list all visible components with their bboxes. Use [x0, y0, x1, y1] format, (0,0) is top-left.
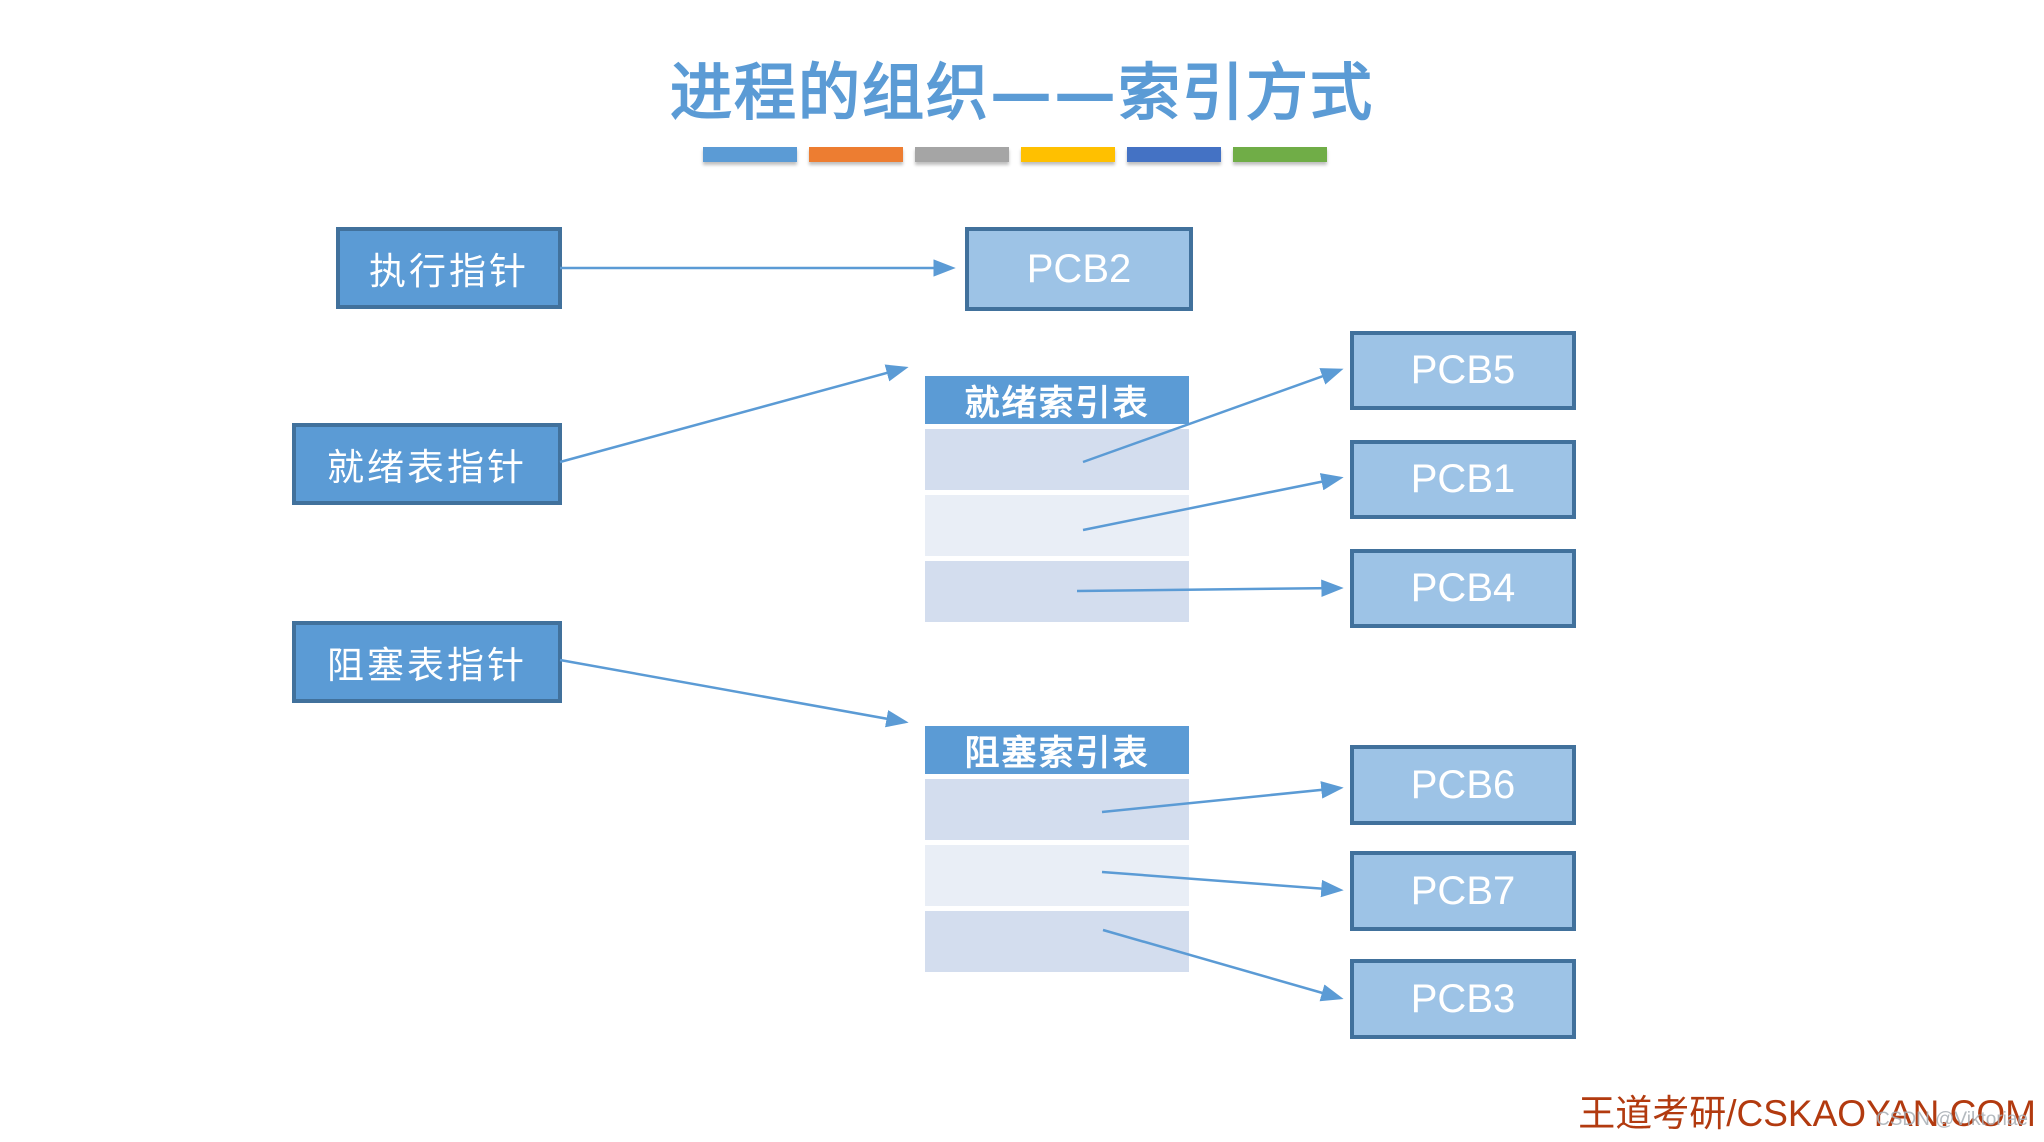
brand-footer: 王道考研/CSKAOYAN.COM [1578, 1093, 2036, 1134]
pcb1-label: PCB1 [1410, 457, 1516, 501]
blocked-index-table: 阻塞索引表 [925, 726, 1189, 972]
pcb2-box: PCB2 [965, 227, 1193, 311]
pcb3-label: PCB3 [1410, 976, 1516, 1021]
ready-index-table-row-2 [925, 495, 1189, 556]
blocked-index-table-title: 阻塞索引表 [925, 726, 1189, 774]
arrow-ready-ptr-to-table [559, 364, 909, 464]
arrow-blocked-ptr-to-table [559, 658, 909, 728]
pcb5-box: PCB5 [1350, 331, 1576, 410]
pcb7-box: PCB7 [1350, 851, 1576, 931]
exec-pointer-label: 执行指针 [369, 250, 529, 293]
accent-bar [1233, 147, 1327, 162]
pcb2-label: PCB2 [1026, 246, 1132, 291]
ready-pointer-label: 就绪表指针 [327, 446, 527, 489]
blocked-index-table-row-3 [925, 911, 1189, 972]
page-title: 进程的组织——索引方式 [669, 56, 1374, 129]
pcb1-box: PCB1 [1350, 440, 1576, 519]
blocked-index-table-row-2 [925, 845, 1189, 906]
accent-bars [703, 147, 1327, 162]
ready-index-table-row-3 [925, 561, 1189, 622]
ready-index-table-title: 就绪索引表 [925, 376, 1189, 424]
accent-bar [809, 147, 903, 162]
pcb7-label: PCB7 [1410, 868, 1516, 913]
accent-bar [915, 147, 1009, 162]
accent-bar [1127, 147, 1221, 162]
blocked-pointer-box: 阻塞表指针 [292, 621, 562, 703]
accent-bar [703, 147, 797, 162]
exec-pointer-box: 执行指针 [336, 227, 562, 309]
blocked-pointer-label: 阻塞表指针 [327, 644, 527, 687]
pcb6-label: PCB6 [1410, 762, 1516, 807]
blocked-index-table-row-1 [925, 779, 1189, 840]
accent-bar [1021, 147, 1115, 162]
pcb4-label: PCB4 [1410, 566, 1516, 610]
ready-index-table-row-1 [925, 429, 1189, 490]
pcb6-box: PCB6 [1350, 745, 1576, 825]
pcb4-box: PCB4 [1350, 549, 1576, 628]
ready-pointer-box: 就绪表指针 [292, 423, 562, 505]
csdn-watermark: CSDN @Viktoriae [1876, 1109, 2028, 1130]
ready-index-table: 就绪索引表 [925, 376, 1189, 622]
pcb3-box: PCB3 [1350, 959, 1576, 1039]
pcb5-label: PCB5 [1410, 348, 1516, 392]
